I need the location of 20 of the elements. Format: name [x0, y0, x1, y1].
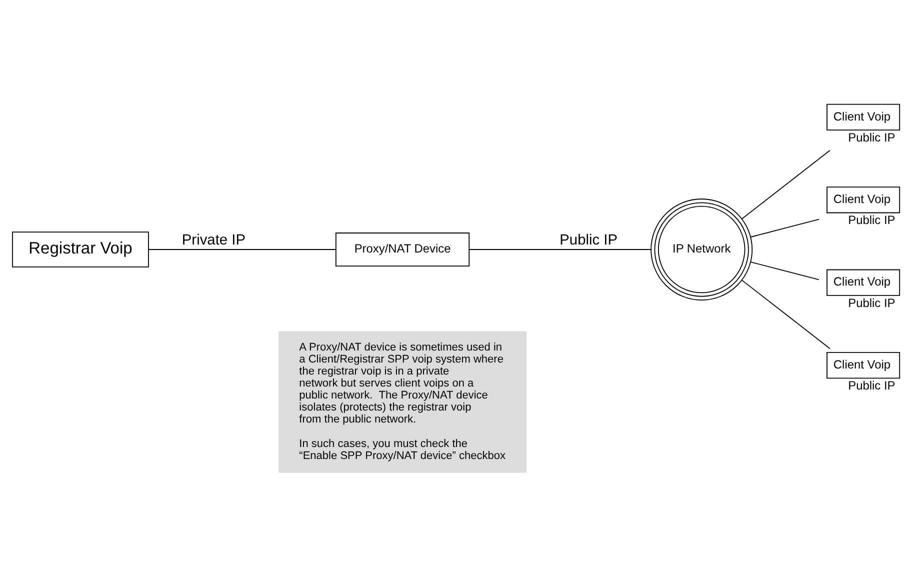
node-box: Proxy/NAT Device [335, 232, 470, 266]
node-box: Client Voip [826, 103, 900, 130]
node-label: Public IP [848, 130, 896, 144]
connector [750, 218, 820, 237]
node-circle: IP Network [650, 198, 753, 300]
node-label: Public IP [848, 295, 896, 310]
edge-label: Private IP [182, 232, 246, 248]
node-label: Public IP [848, 212, 896, 227]
node-box: A Proxy/NAT device is sometimes used in a Client/Registrar SPP voip system where the registrar voip is in a private network but serves client voips on a public network. The Proxy/NAT device isolates (protects) the registrar voip from the public network. In such cases, you must check the “Enable SPP Proxy/NAT device” checkbox [278, 330, 527, 472]
connector [148, 248, 336, 250]
node-box: Client Voip [826, 268, 900, 296]
node-box: Client Voip [826, 351, 900, 378]
node-label: Public IP [848, 378, 896, 392]
edge-label: Public IP [560, 232, 618, 248]
connector [750, 261, 820, 280]
connector [741, 279, 830, 349]
node-box: Client Voip [826, 186, 900, 213]
node-box: Registrar Voip [12, 231, 149, 267]
connector [468, 248, 652, 250]
connector [741, 149, 830, 219]
